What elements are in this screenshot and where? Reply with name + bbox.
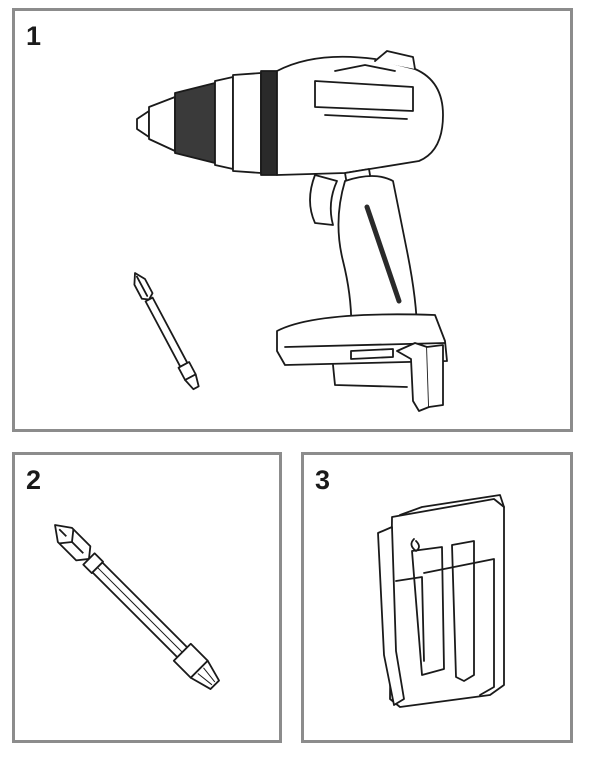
drill-illustration [15, 11, 570, 429]
figure-panel-1: 1 [12, 8, 573, 432]
panel-number-3: 3 [315, 465, 331, 495]
panel-number-1: 1 [26, 21, 42, 51]
screwdriver-bit-illustration [15, 455, 279, 740]
panel-number-2: 2 [26, 465, 42, 495]
figure-panel-3: 3 [301, 452, 573, 743]
belt-clip-illustration [304, 455, 570, 740]
figure-panel-2: 2 [12, 452, 282, 743]
